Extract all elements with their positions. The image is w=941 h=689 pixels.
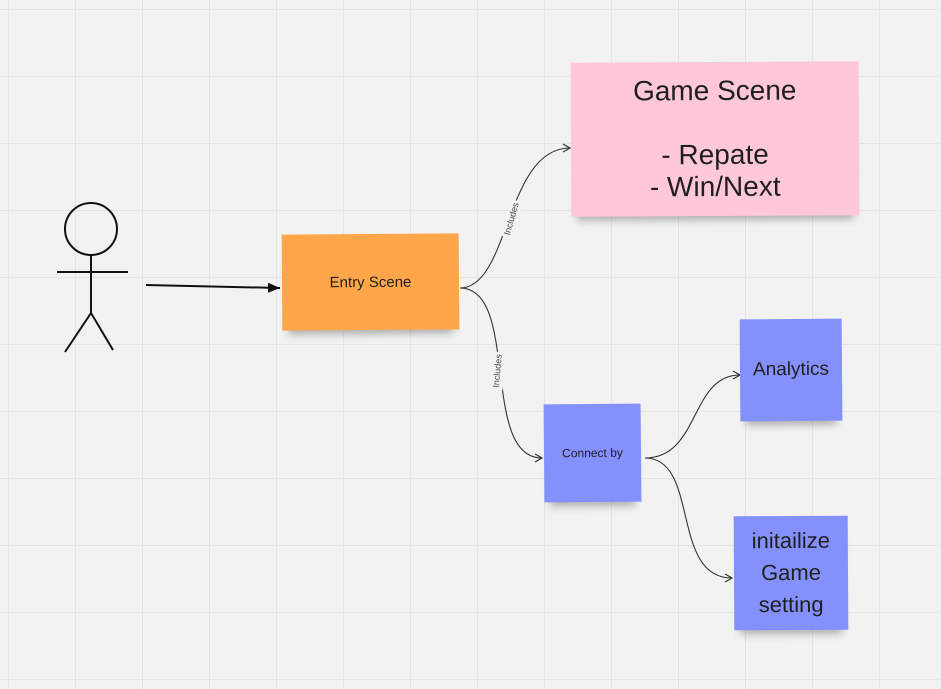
sticky-note-text: initailize Game setting — [751, 527, 831, 618]
sticky-note-game-scene[interactable]: Game Scene - Repate - Win/Next — [570, 61, 860, 217]
sticky-note-initialize-game-setting[interactable]: initailize Game setting — [733, 515, 849, 631]
actor-to-entry-arrow[interactable] — [145, 282, 281, 293]
edge-label-includes-connect: Includes — [491, 353, 504, 388]
sticky-note-text: Analytics — [752, 358, 830, 381]
sticky-note-text: Entry Scene — [329, 273, 412, 291]
sticky-note-text: Connect by — [562, 445, 623, 461]
connect-to-analytics-connector[interactable] — [644, 370, 742, 459]
sticky-note-analytics[interactable]: Analytics — [739, 318, 843, 422]
stick-figure-icon[interactable] — [57, 202, 128, 353]
sticky-note-entry-scene[interactable]: Entry Scene — [281, 233, 460, 331]
sticky-note-connect-by[interactable]: Connect by — [543, 403, 642, 503]
connect-to-init-connector[interactable] — [644, 457, 734, 583]
sticky-note-text: Game Scene - Repate - Win/Next — [632, 74, 797, 203]
